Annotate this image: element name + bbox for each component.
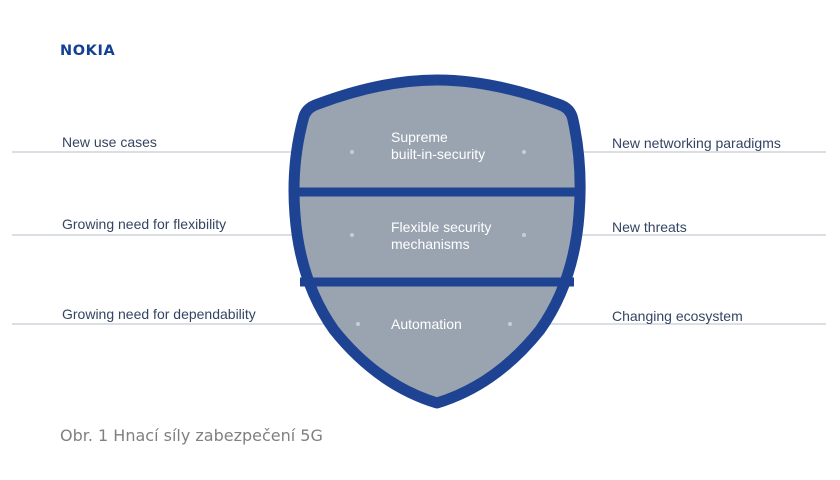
driver-label-new-use-cases: New use cases: [62, 134, 157, 150]
shield-section-3-text: Automation: [391, 316, 462, 333]
driver-label-networking-paradigms: New networking paradigms: [612, 135, 781, 151]
connector-dot: [350, 233, 354, 237]
figure-caption: Obr. 1 Hnací síly zabezpečení 5G: [60, 426, 323, 445]
shield-section-2-text: Flexible security mechanisms: [391, 219, 491, 253]
connector-dot: [522, 150, 526, 154]
shield-body: [288, 74, 586, 409]
driver-label-dependability: Growing need for dependability: [62, 306, 256, 322]
shield-section-2-line-2: mechanisms: [391, 236, 470, 252]
shield-section-2-line-1: Flexible security: [391, 219, 492, 235]
connector-dot: [350, 150, 354, 154]
connector-dot: [522, 233, 526, 237]
shield-section-1-line-1: Supreme: [391, 129, 448, 145]
shield-section-3-line-1: Automation: [391, 316, 462, 332]
shield-section-1-line-2: built-in-security: [391, 146, 486, 162]
nokia-logo: NOKIA: [60, 43, 116, 59]
driver-label-flexibility: Growing need for flexibility: [62, 216, 227, 232]
shield-section-1-text: Supreme built-in-security: [391, 129, 485, 163]
driver-label-new-threats: New threats: [612, 219, 687, 235]
connector-dot: [508, 322, 512, 326]
connector-dot: [356, 322, 360, 326]
driver-label-changing-ecosystem: Changing ecosystem: [612, 308, 743, 324]
